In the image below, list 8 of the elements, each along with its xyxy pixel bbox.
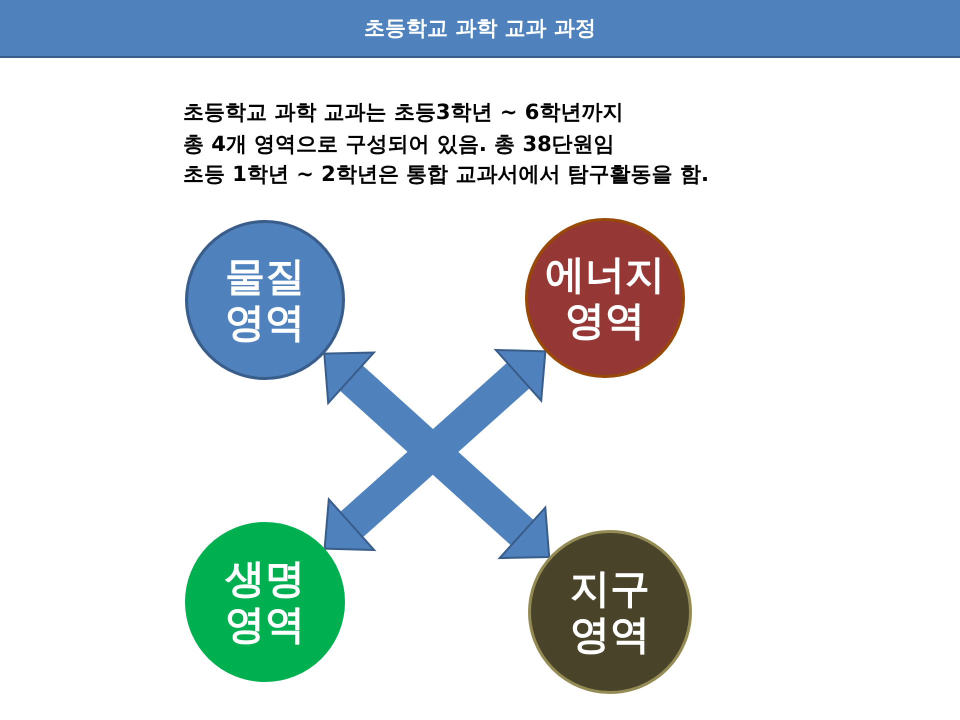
area-circle: 물질 영역 [185,220,345,380]
description-text: 총 4개 영역으로 구성되어 있음. 총 38단원임 [183,131,615,158]
area-circle: 생명 영역 [185,522,345,682]
area-circle: 지구 영역 [528,530,692,694]
title-bar: 초등학교 과학 교과 과정 [0,0,960,58]
description-text: 초등학교 과학 교과는 초등3학년 ~ 6학년까지 [183,99,624,126]
description-text: 초등 1학년 ~ 2학년은 통합 교과서에서 탐구활동을 함. [183,161,709,188]
area-circle: 에너지 영역 [525,218,685,378]
